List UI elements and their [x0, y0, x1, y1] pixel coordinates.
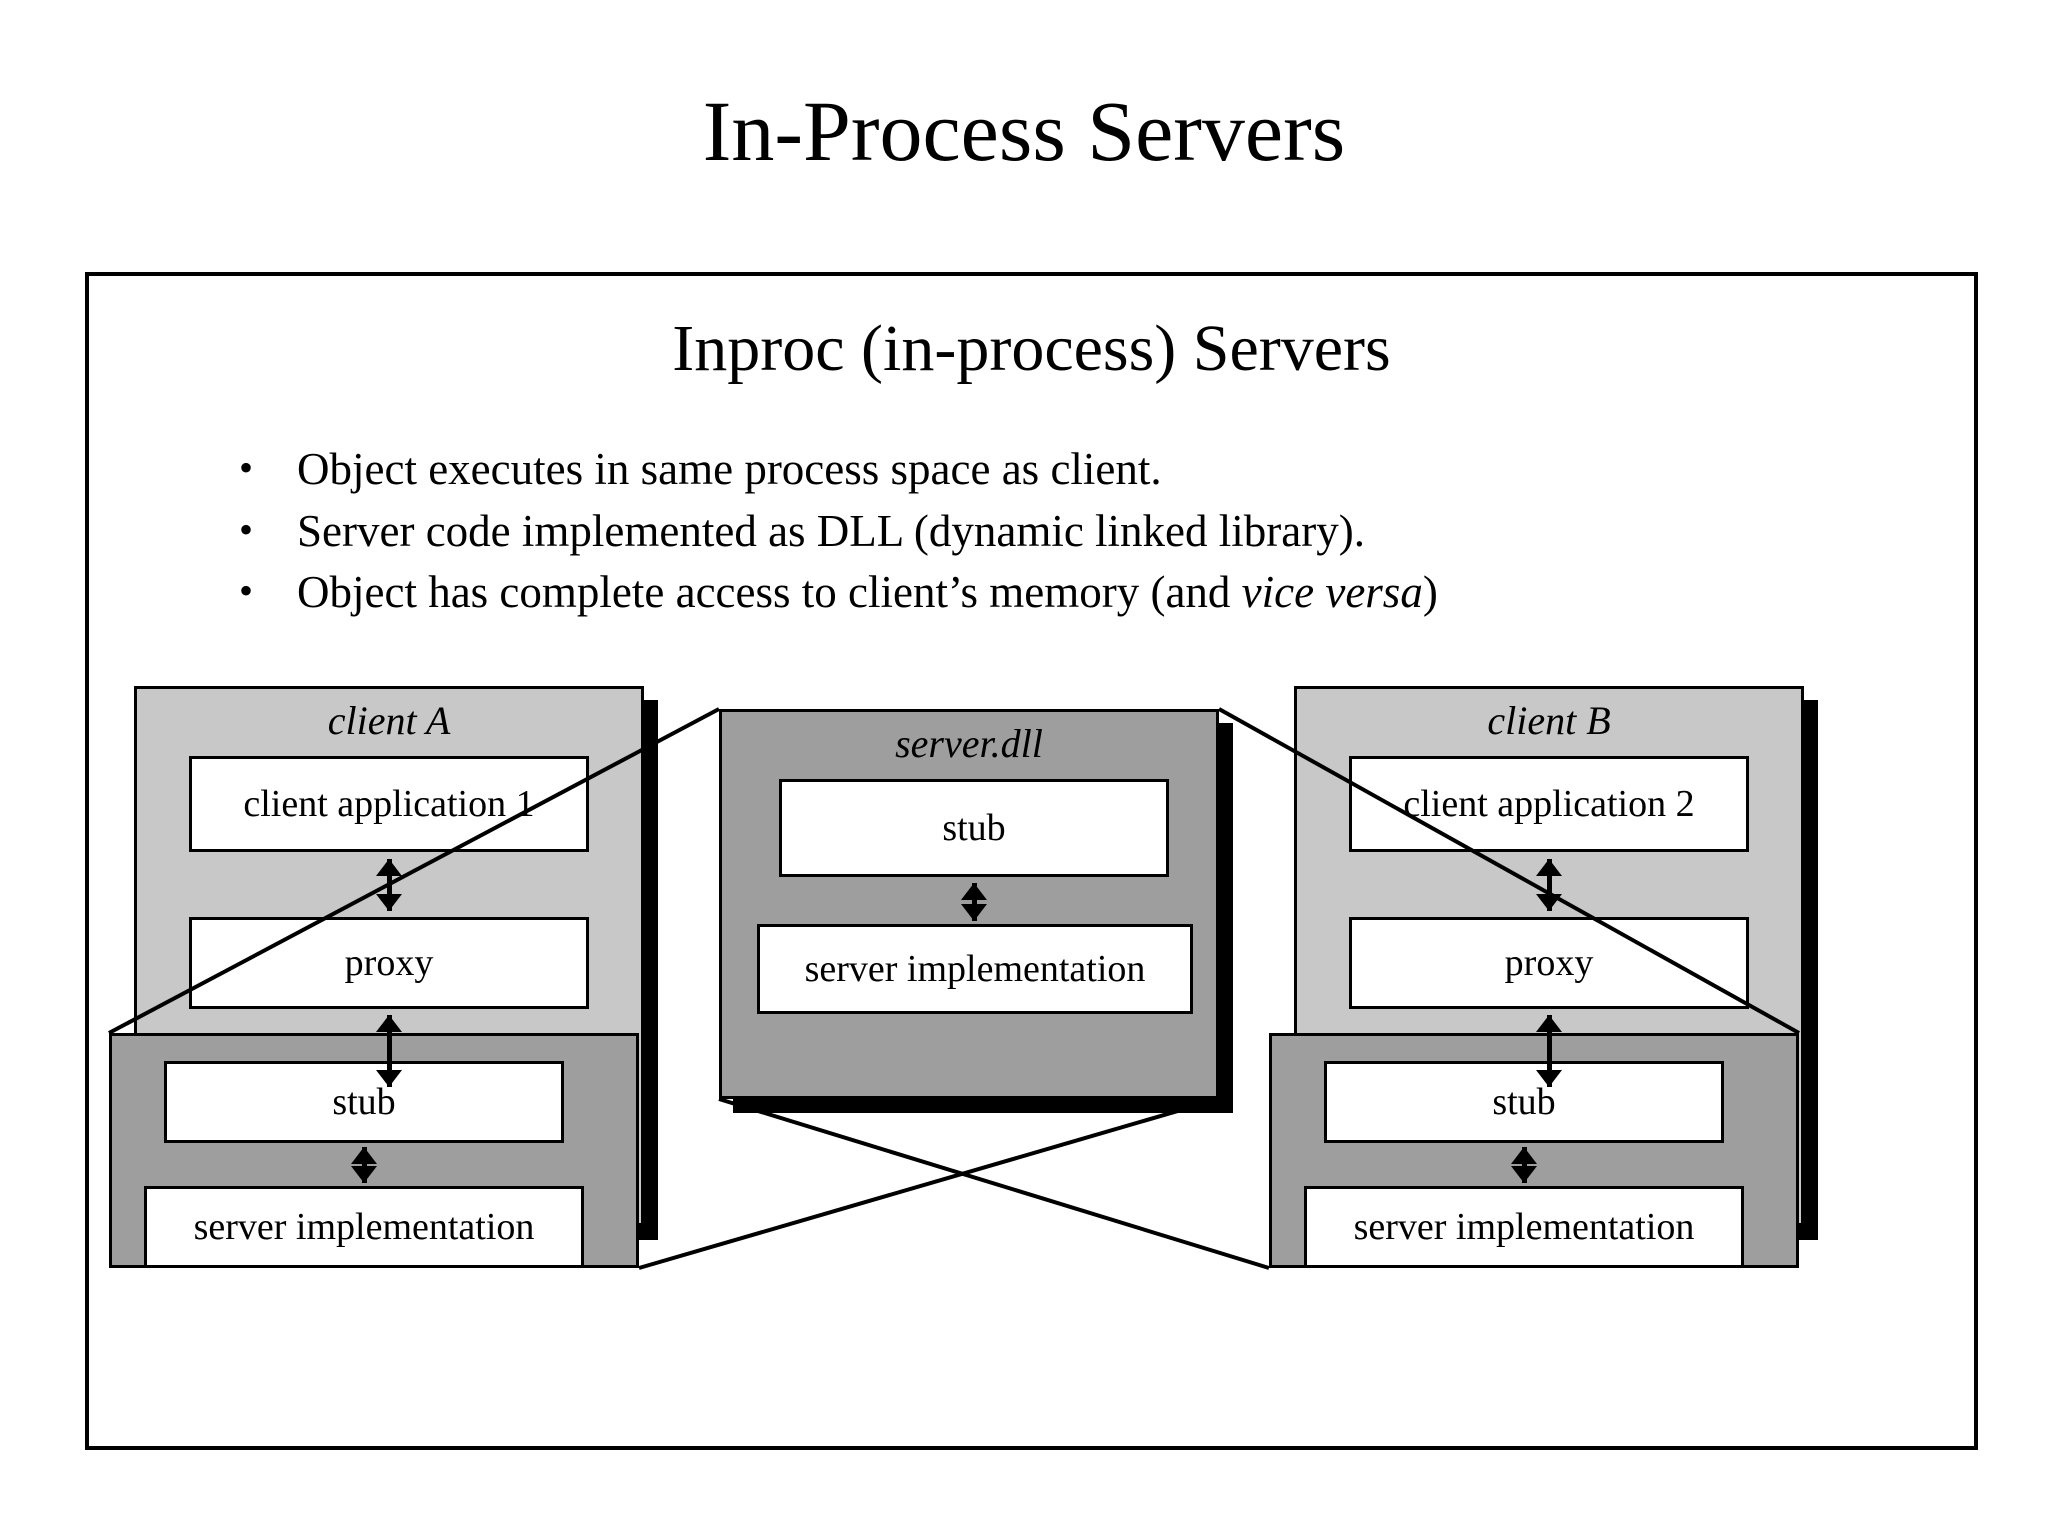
page-title: In-Process Servers	[702, 83, 1346, 179]
bullet-list: • Object executes in same process space …	[239, 441, 1919, 626]
arrow-proxy-stub-b	[1536, 1015, 1562, 1087]
box-client-application-1: client application 1	[189, 756, 589, 852]
arrow-head-down-icon	[376, 894, 402, 911]
list-item: • Server code implemented as DLL (dynami…	[239, 503, 1919, 561]
embedded-slide-image: Inproc (in-process) Servers • Object exe…	[89, 276, 1974, 1446]
box-client-b-server-implementation: server implementation	[1304, 1186, 1744, 1268]
bullet-text-tail: )	[1422, 567, 1438, 618]
connector-serverdll-to-client-a-bottom	[638, 1097, 1220, 1270]
panel-title-client-b: client B	[1487, 698, 1611, 743]
arrow-head-down-icon	[1511, 1166, 1537, 1183]
bullet-dot-icon: •	[239, 506, 254, 552]
bullet-dot-icon: •	[239, 568, 254, 614]
bullet-text: Object has complete access to client’s m…	[297, 564, 1919, 622]
box-client-a-proxy: proxy	[189, 917, 589, 1009]
inproc-architecture-diagram: client A client application 1 proxy stub	[89, 661, 1974, 1446]
arrow-head-down-icon	[376, 1070, 402, 1087]
arrow-proxy-stub-a	[376, 1015, 402, 1087]
bullet-text: Server code implemented as DLL (dynamic …	[297, 503, 1919, 561]
bullet-text-main: Server code implemented as DLL (dynamic …	[297, 505, 1365, 556]
bullet-text-main: Object executes in same process space as…	[297, 444, 1162, 494]
slide-content-frame: Inproc (in-process) Servers • Object exe…	[85, 272, 1978, 1450]
arrow-head-up-icon	[1511, 1147, 1537, 1164]
arrow-head-up-icon	[376, 1015, 402, 1032]
inproc-heading: Inproc (in-process) Servers	[672, 312, 1391, 385]
arrow-head-up-icon	[351, 1147, 377, 1164]
arrow-head-up-icon	[961, 883, 987, 900]
arrow-head-up-icon	[1536, 1015, 1562, 1032]
panel-title-client-a: client A	[327, 698, 451, 743]
arrow-app2-proxy	[1536, 859, 1562, 911]
box-server-dll-stub: stub	[779, 779, 1169, 877]
box-client-b-stub: stub	[1324, 1061, 1724, 1143]
box-client-a-stub: stub	[164, 1061, 564, 1143]
arrow-head-down-icon	[961, 904, 987, 921]
arrow-head-up-icon	[1536, 859, 1562, 876]
arrow-head-down-icon	[1536, 1070, 1562, 1087]
box-client-a-server-implementation: server implementation	[144, 1186, 584, 1268]
arrow-head-down-icon	[351, 1166, 377, 1183]
arrow-stem	[972, 883, 977, 921]
bullet-text: Object executes in same process space as…	[297, 441, 1919, 499]
box-server-dll-server-implementation: server implementation	[757, 924, 1193, 1014]
arrow-stem	[1547, 1015, 1552, 1087]
arrow-head-up-icon	[376, 859, 402, 876]
arrow-stub-serverimpl-b	[1511, 1147, 1537, 1183]
panel-server-dll: server.dll	[719, 709, 1219, 1099]
arrow-app1-proxy	[376, 859, 402, 911]
arrow-stem	[362, 1147, 367, 1183]
arrow-stem	[1522, 1147, 1527, 1183]
list-item: • Object has complete access to client’s…	[239, 564, 1919, 622]
box-client-b-proxy: proxy	[1349, 917, 1749, 1009]
bullet-text-italic: vice versa	[1241, 567, 1423, 618]
bullet-text-main: Object has complete access to client’s m…	[297, 567, 1242, 618]
arrow-head-down-icon	[1536, 894, 1562, 911]
arrow-stem	[387, 1015, 392, 1087]
connector-serverdll-to-client-b-bottom	[718, 1097, 1270, 1270]
panel-title-server-dll: server.dll	[895, 721, 1043, 766]
box-client-application-2: client application 2	[1349, 756, 1749, 852]
arrow-stub-serverimpl-a	[351, 1147, 377, 1183]
bullet-dot-icon: •	[239, 445, 254, 490]
arrow-stub-serverimpl-dll	[961, 883, 987, 921]
list-item: • Object executes in same process space …	[239, 441, 1919, 499]
